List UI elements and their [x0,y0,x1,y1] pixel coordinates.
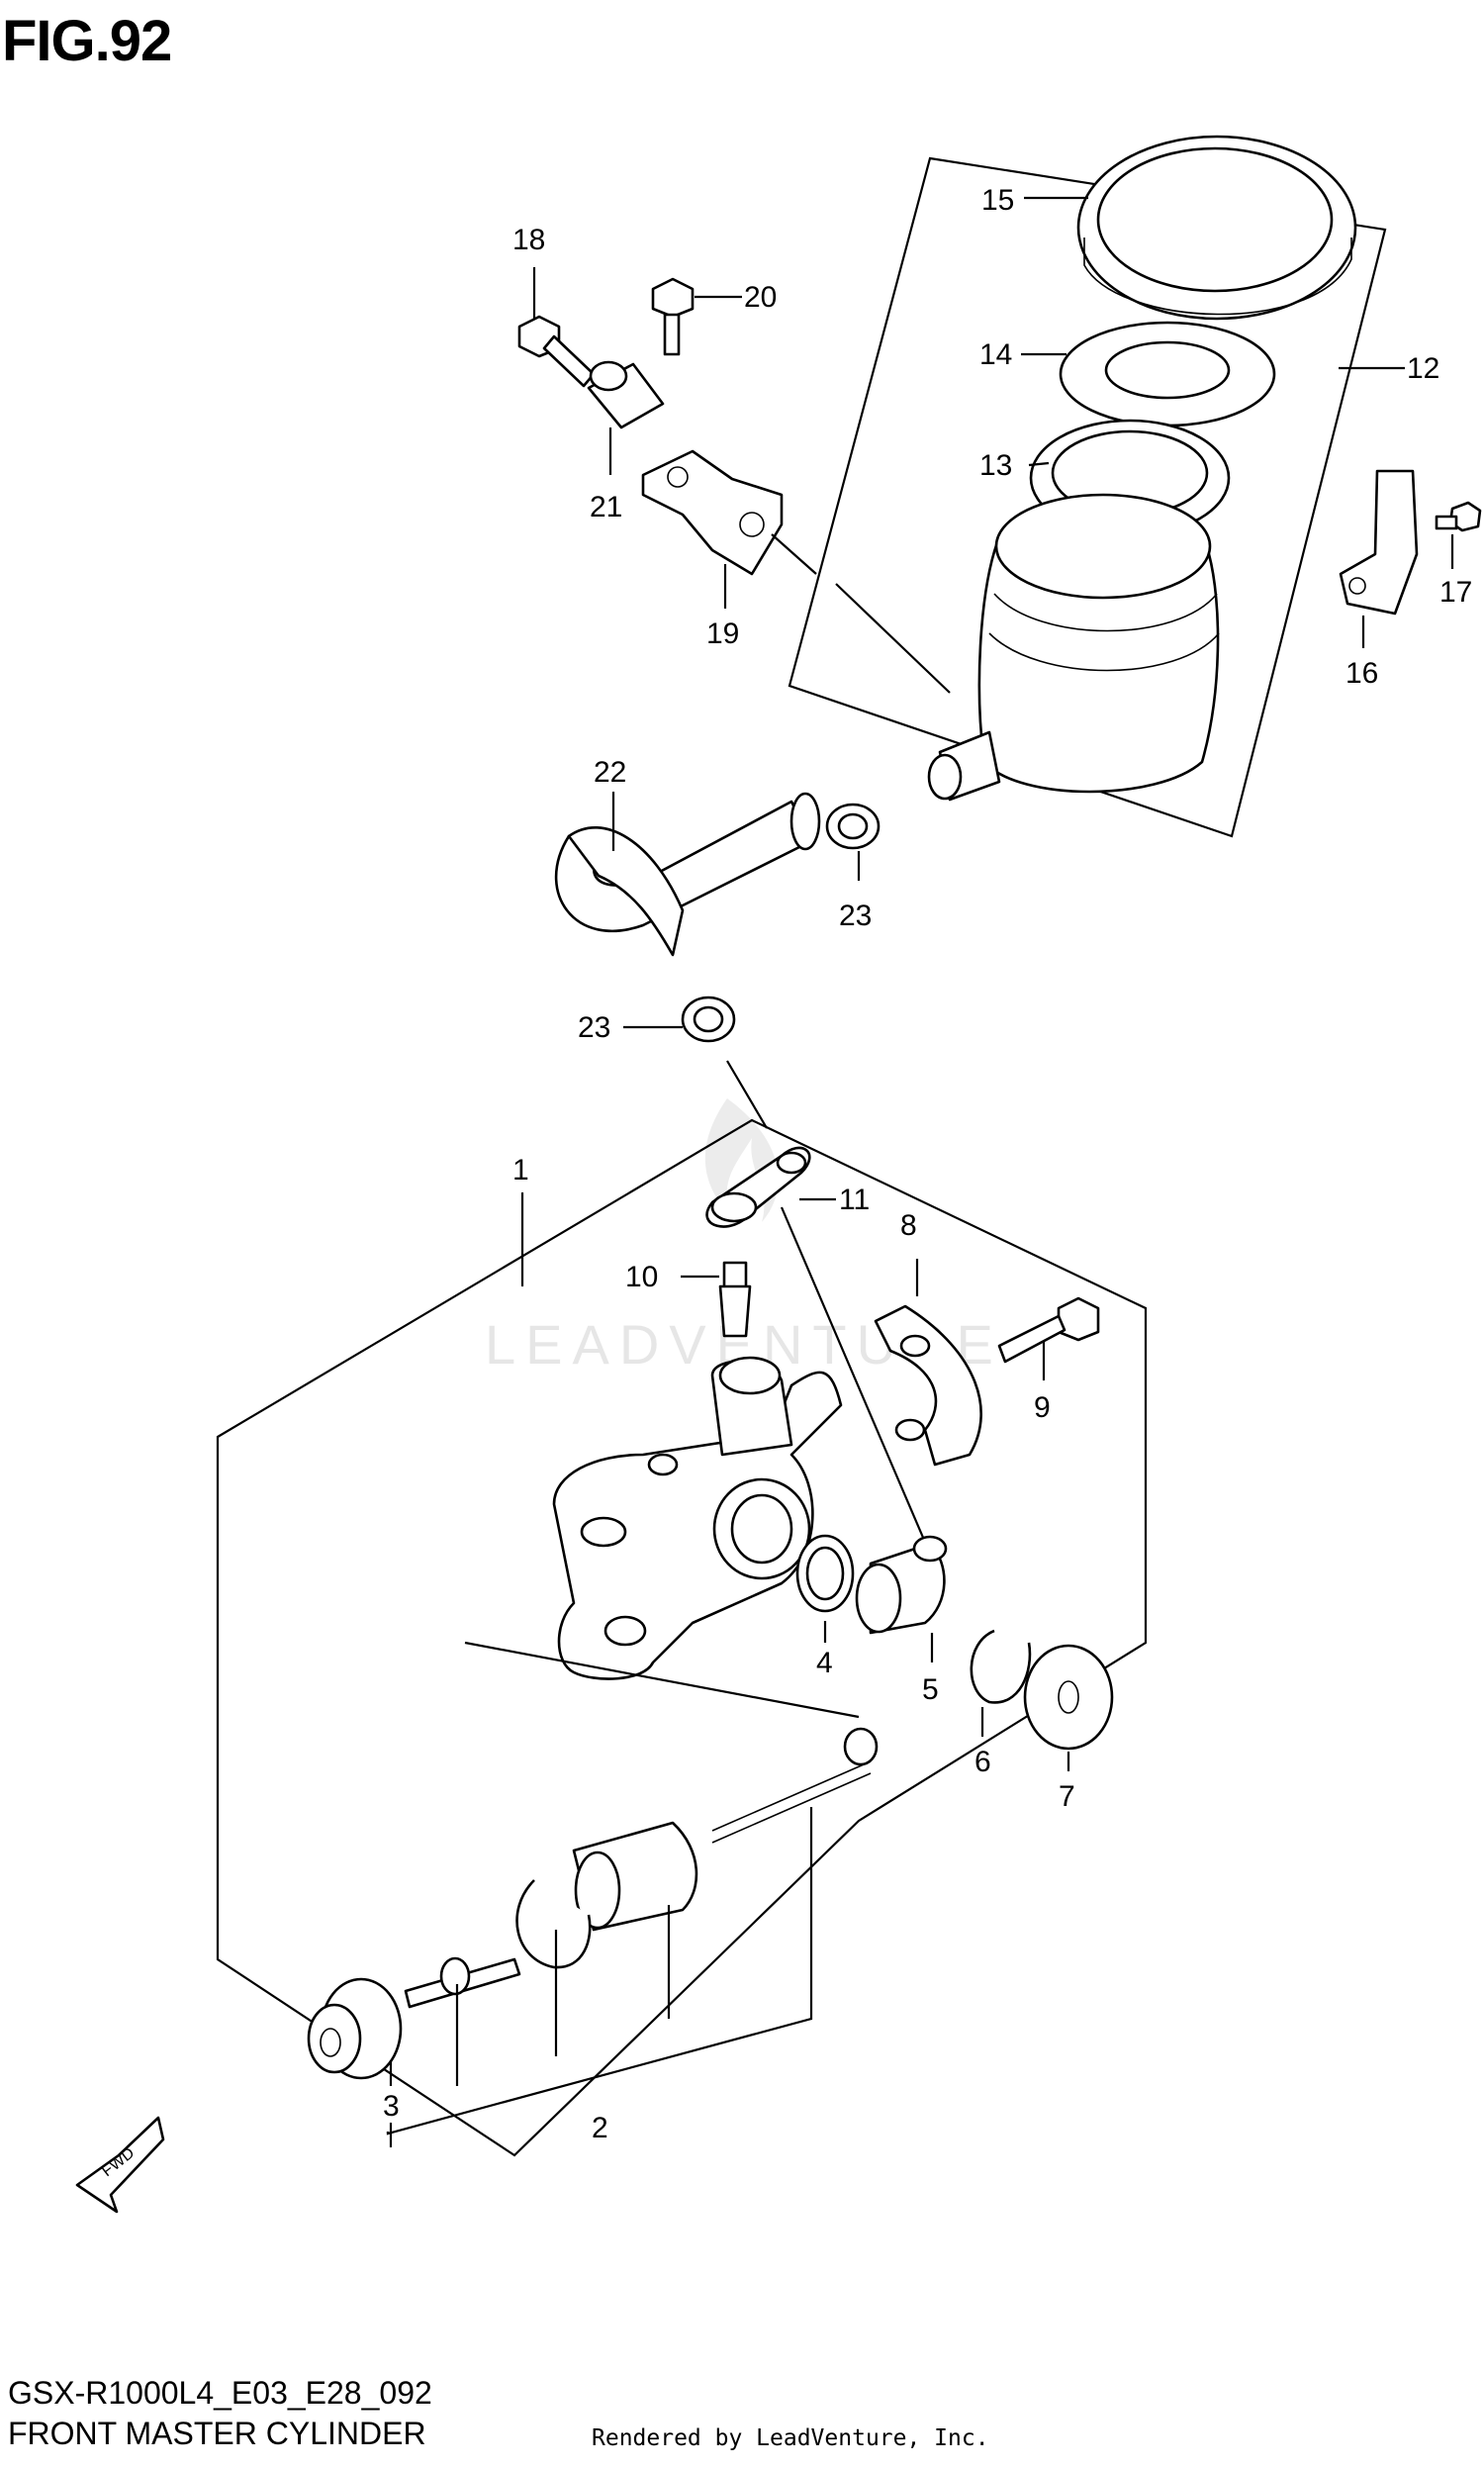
bleeder-screw [718,1261,752,1338]
callout-21: 21 [590,491,622,523]
callout-18: 18 [512,224,545,256]
circlip-small [970,1629,1032,1704]
bracket-screw [651,277,695,356]
callout-17: 17 [1439,576,1472,609]
rendered-by-credit: Rendered by LeadVenture, Inc. [592,2425,989,2451]
reservoir-hose [554,792,821,957]
callout-9: 9 [1034,1391,1051,1424]
push-rod [404,1956,521,2009]
callout-15: 15 [981,184,1014,217]
callout-1: 1 [512,1154,529,1187]
reservoir-mounting-bracket [641,449,784,576]
callout-4: 4 [816,1647,833,1679]
reservoir-holder-bracket [1339,469,1419,616]
figure-title: FIG.92 [2,9,172,73]
spacer-collar [587,360,665,429]
callout-5: 5 [922,1673,939,1706]
figure-name: FRONT MASTER CYLINDER [8,2416,426,2451]
callout-numbers: 1 2 3 4 5 6 7 8 9 10 11 12 13 14 15 16 1… [383,184,1472,2144]
watermark-logo [704,1098,779,1222]
callout-14: 14 [979,338,1012,371]
reservoir-gasket [1059,321,1276,427]
hose-clamp-upper [825,803,881,850]
holder-bolt [997,1296,1100,1364]
piston-assembly [572,1821,698,1932]
callout-3: 3 [383,2090,400,2123]
callout-23-lower: 23 [578,1011,610,1044]
callout-10: 10 [625,1261,658,1293]
callout-2: 2 [592,2112,608,2144]
master-cylinder-body [552,1356,843,1680]
circlip-large [515,1879,592,1969]
master-cylinder-group-outline [216,1118,1148,2157]
reservoir-cap [1076,135,1357,321]
figure-code: GSX-R1000L4_E03_E28_092 [8,2375,432,2411]
hose-joint [705,1146,811,1228]
hose-bracket-bolt [517,315,596,388]
reservoir-connector [855,1535,948,1635]
push-rod-boot [307,1977,403,2080]
callout-6: 6 [974,1746,991,1778]
callout-22: 22 [594,756,626,789]
callout-20: 20 [744,281,777,314]
piston-spring [711,1727,879,1844]
reservoir-tank [927,493,1220,802]
o-ring [795,1534,855,1613]
master-cylinder-holder [874,1304,982,1467]
callout-16: 16 [1345,657,1378,690]
forward-direction-arrow: FWD [75,2116,165,2214]
callout-23-upper: 23 [839,900,872,932]
callout-13: 13 [979,449,1012,482]
callout-leaders [386,196,1454,2147]
callout-12: 12 [1407,352,1439,385]
callout-19: 19 [706,617,739,650]
callout-7: 7 [1059,1780,1075,1813]
reservoir-bracket-bolt [1435,501,1482,532]
callout-8: 8 [900,1209,917,1242]
dust-boot [1023,1644,1114,1751]
callout-11: 11 [839,1184,870,1216]
hose-clamp-lower [681,996,736,1043]
